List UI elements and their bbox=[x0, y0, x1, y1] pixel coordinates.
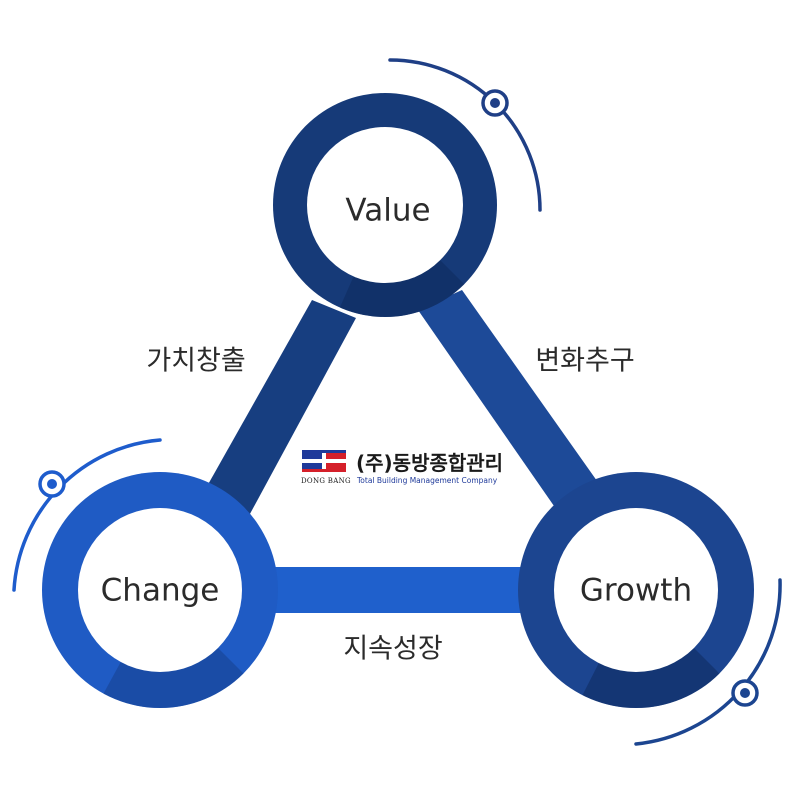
connector-value-growth bbox=[418, 290, 602, 506]
connector-value-change bbox=[188, 300, 356, 536]
value-ring: Value bbox=[273, 93, 497, 317]
orbit-arc-bottom-right bbox=[634, 578, 782, 746]
growth-ring: Growth bbox=[518, 472, 754, 708]
company-name-korean: (주)동방종합관리 bbox=[356, 451, 503, 475]
node-label-growth: Growth bbox=[580, 573, 692, 609]
orbit-arc-top-right bbox=[388, 58, 542, 212]
edge-label-value-growth: 변화추구 bbox=[535, 346, 634, 377]
connector-change-growth bbox=[250, 567, 546, 613]
logo-mark-text: DONG BANG bbox=[301, 477, 351, 485]
change-ring: Change bbox=[42, 472, 278, 708]
node-label-value: Value bbox=[345, 193, 430, 229]
edge-label-value-change: 가치창출 bbox=[146, 346, 245, 377]
company-logo: DONG BANG (주)동방종합관리 Total Building Manag… bbox=[301, 450, 503, 485]
node-label-change: Change bbox=[101, 573, 220, 609]
dongbang-logo-mark bbox=[302, 450, 346, 472]
orbit-arc-left bbox=[12, 438, 162, 592]
edge-label-change-growth: 지속성장 bbox=[343, 634, 442, 665]
company-name-english: Total Building Management Company bbox=[356, 476, 498, 485]
